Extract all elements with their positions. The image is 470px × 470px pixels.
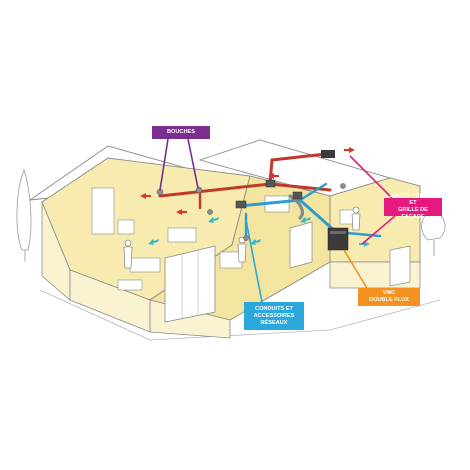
leader-vmc	[343, 249, 369, 291]
callout-conduits-line-2: ACCESSOIRES	[253, 312, 295, 319]
callout-box-vmc	[358, 288, 420, 306]
leader-sortie	[349, 155, 396, 245]
tree-left-icon	[16, 168, 32, 262]
callout-leaders	[159, 138, 396, 303]
callout-sortie-line-2: GRILLE DE FAÇADE	[398, 207, 428, 220]
callout-conduits-reseaux: CONDUITS ET ACCESSOIRES RÉSEAUX	[244, 302, 304, 330]
callout-bouches-line-1: BOUCHES	[167, 129, 195, 135]
callout-bouches: BOUCHES	[152, 126, 210, 139]
callout-box-conduits	[244, 302, 304, 330]
callout-box-sortie	[384, 198, 442, 216]
callout-sortie-toiture: SORTIE TOITURE ET GRILLE DE FAÇADE	[384, 193, 442, 220]
airflow-in-arrows	[148, 217, 370, 247]
ground-line	[39, 289, 441, 341]
callout-sortie-line-1: SORTIE TOITURE ET	[389, 193, 437, 206]
leader-bouches	[159, 138, 199, 191]
duct-plenums	[235, 179, 303, 209]
callout-vmc-line-1: VMC	[382, 290, 396, 296]
roof-exhaust-icon	[321, 150, 335, 158]
vmc-unit-icon	[327, 227, 349, 251]
air-vent-icon	[156, 183, 346, 241]
callout-box-bouches	[152, 126, 210, 139]
airflow-out-arrows	[140, 147, 355, 215]
leader-conduits	[245, 219, 263, 303]
people	[123, 206, 361, 269]
callout-conduits-line-1: CONDUITS ET	[255, 305, 293, 312]
furniture	[91, 187, 359, 291]
callout-conduits-line-3: RÉSEAUX	[260, 319, 288, 326]
callout-vmc-line-2: DOUBLE FLUX	[369, 297, 409, 303]
callout-vmc-double-flux: VMC DOUBLE FLUX	[358, 288, 420, 306]
